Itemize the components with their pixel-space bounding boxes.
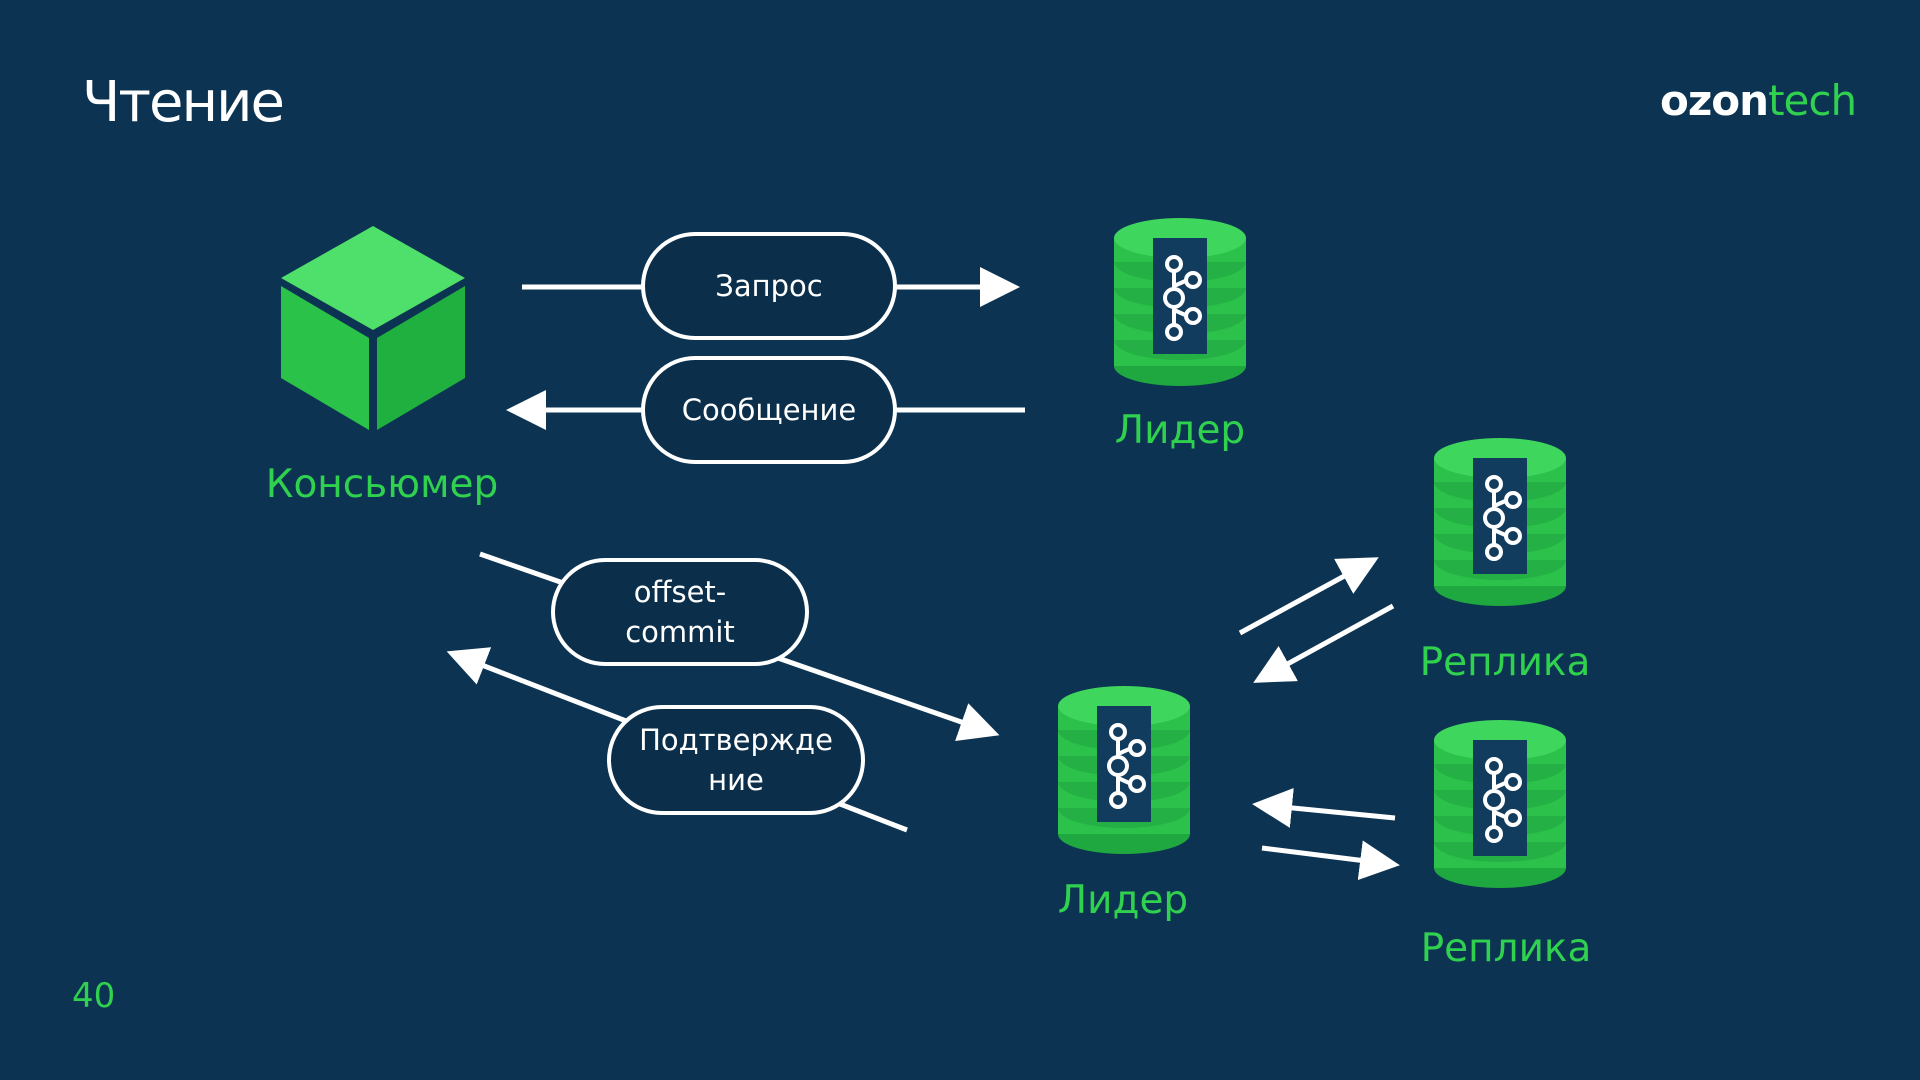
offset-commit-pill: offset-commit [551,558,809,666]
replicate-from-top-arrow [1253,603,1395,683]
kafka-database-icon [1112,216,1248,388]
ack-pill-line2: ние [708,763,764,797]
kafka-database-icon [1056,684,1192,856]
replica-bottom-label: Реплика [1420,926,1592,971]
replicate-to-top-arrow [1238,557,1379,636]
replica-top-label: Реплика [1419,640,1591,685]
leader-bottom-label: Лидер [1057,878,1189,923]
page-number: 40 [72,976,116,1016]
request-pill: Запрос [641,232,897,340]
consumer-label: Консьюмер [265,462,499,507]
slide-title: Чтение [82,70,285,135]
kafka-database-icon [1432,718,1568,890]
ozon-tech-logo: ozontech [1660,76,1857,125]
ack-pill: Подтвержде ние [607,705,865,815]
cube-icon [281,226,465,430]
ack-pill-line1: Подтвержде [639,723,833,757]
replicate-from-bottom-arrow [1252,788,1396,828]
message-pill: Сообщение [641,356,897,464]
leader-top-label: Лидер [1114,408,1246,453]
kafka-database-icon [1432,436,1568,608]
replicate-to-bottom-arrow [1261,840,1400,881]
